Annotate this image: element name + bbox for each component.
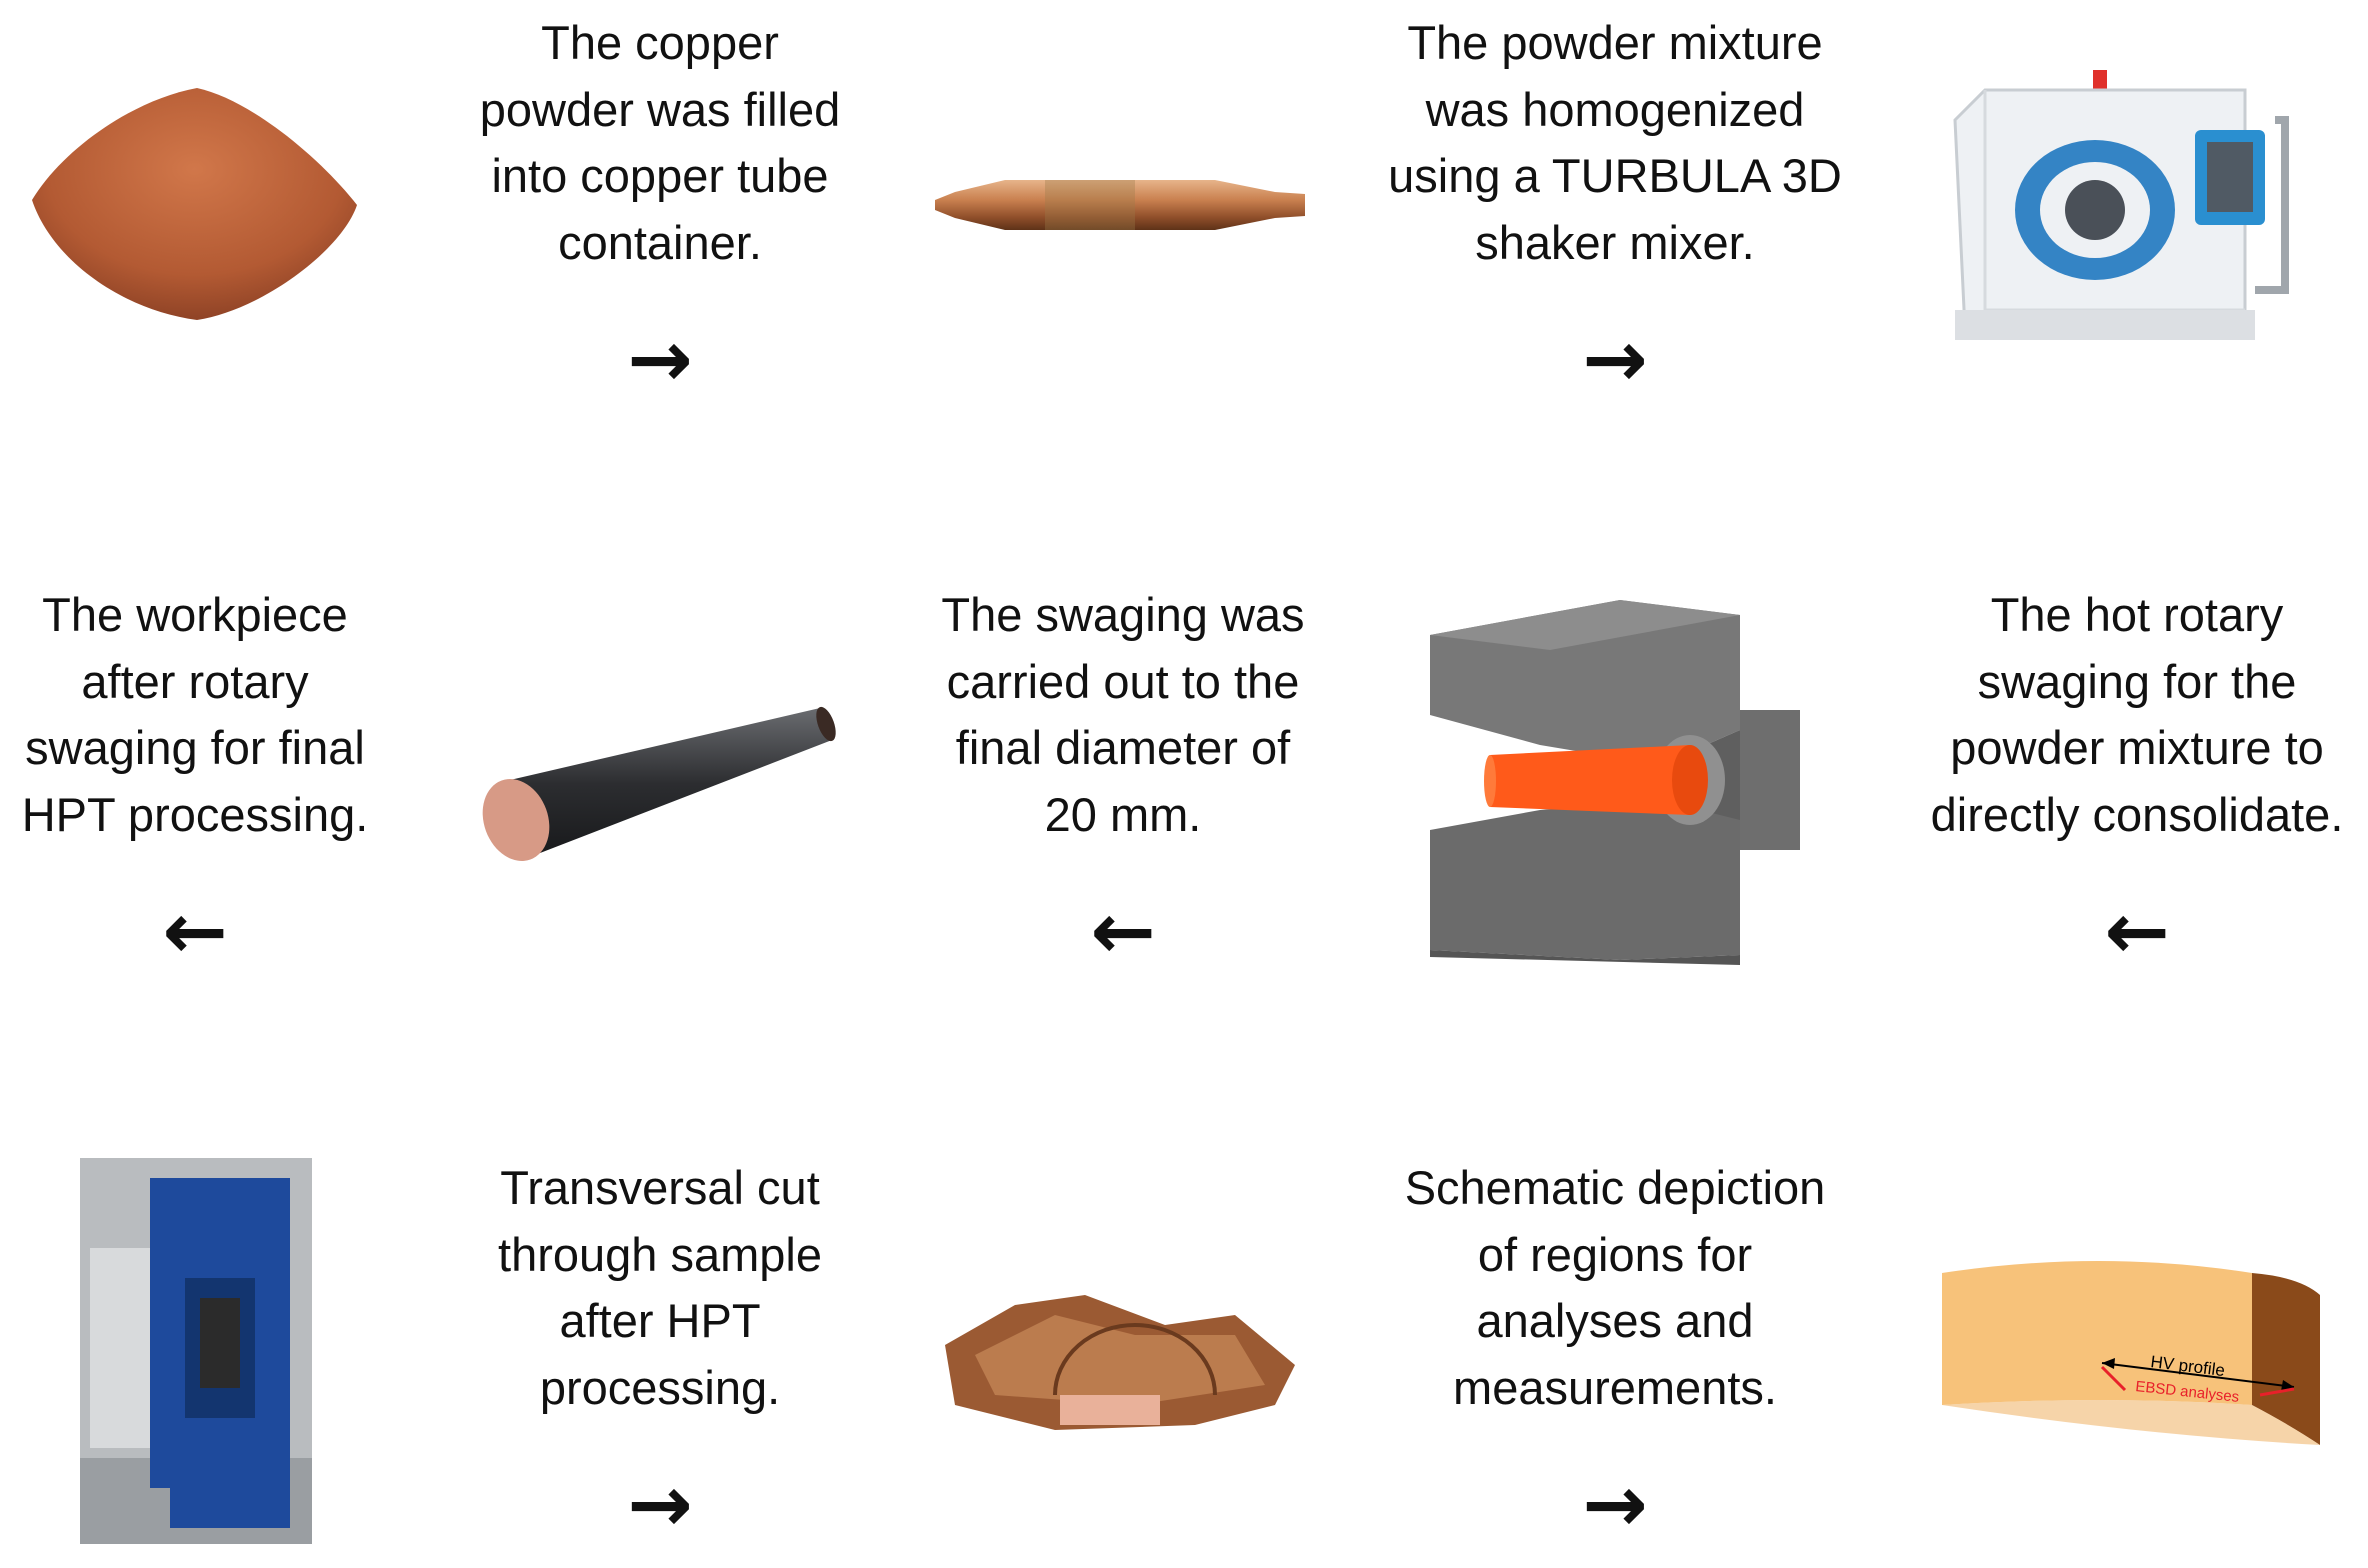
step-text-line: shaker mixer. xyxy=(1475,215,1755,269)
step-text-line: HPT processing. xyxy=(21,787,369,841)
step-text-line: The copper xyxy=(541,16,779,69)
step-text-line: Transversal cut xyxy=(500,1161,820,1214)
step-text-line: The hot rotary xyxy=(1990,588,2284,641)
step-text-line: swaging for final xyxy=(25,721,365,774)
step-text-line: of regions for xyxy=(1477,1227,1753,1281)
arrow-right-icon: → xyxy=(627,1460,693,1550)
step-text-line: swaging for the xyxy=(1977,654,2297,708)
step-swage-text: The swaging was carried out to the final … xyxy=(941,582,1304,848)
step-text-line: carried out to the xyxy=(946,654,1300,708)
step-text-line: processing. xyxy=(539,1360,781,1414)
step-mix-text: The powder mixture was homogenized using … xyxy=(1388,10,1842,276)
step-text-line: analyses and xyxy=(1476,1294,1754,1347)
hpt-press-image xyxy=(80,1158,312,1544)
step-text-line: The powder mixture xyxy=(1407,16,1823,69)
step-text-line: directly consolidate. xyxy=(1930,787,2344,841)
cut-sample-image xyxy=(935,1285,1305,1445)
copper-powder-image xyxy=(22,80,362,330)
step-cut-text: Transversal cut through sample after HPT p… xyxy=(498,1155,822,1421)
step-text-line: after rotary xyxy=(81,654,309,708)
copper-tube-image xyxy=(935,170,1305,240)
step-text-line: through sample xyxy=(498,1227,822,1281)
step-text-line: powder was filled xyxy=(479,82,841,136)
turbula-mixer-image xyxy=(1945,60,2325,360)
arrow-left-icon: ← xyxy=(162,887,228,977)
step-text-line: was homogenized xyxy=(1425,82,1805,136)
step-text-line: Schematic depiction xyxy=(1404,1161,1826,1214)
swaged-rod-image xyxy=(480,700,840,870)
ebsd-left-line xyxy=(2100,1365,2127,1392)
arrow-right-icon: → xyxy=(627,315,693,405)
ebsd-right-line xyxy=(2259,1387,2295,1397)
step-text-line: using a TURBULA 3D xyxy=(1388,149,1842,202)
step-workpiece-text: The workpiece after rotary swaging for fi… xyxy=(22,582,369,848)
schematic-disk-image: HV profile EBSD analyses xyxy=(1940,1255,2340,1450)
step-schematic-text: Schematic depiction of regions for analys… xyxy=(1405,1155,1826,1421)
step-text-line: after HPT xyxy=(559,1294,761,1347)
step-text-line: container. xyxy=(558,215,762,269)
step-hot-text: The hot rotary swaging for the powder mix… xyxy=(1931,582,2344,848)
step-text-line: The swaging was xyxy=(941,588,1305,641)
arrow-left-icon: ← xyxy=(1090,887,1156,977)
step-text-line: final diameter of xyxy=(955,721,1291,774)
step-text-line: 20 mm. xyxy=(1044,787,1202,841)
step-text-line: measurements. xyxy=(1453,1360,1777,1414)
step-text-line: powder mixture to xyxy=(1950,721,2324,774)
step-text-line: into copper tube xyxy=(491,149,829,202)
hv-profile-line xyxy=(2101,1362,2295,1388)
step-text-line: The workpiece xyxy=(42,588,348,641)
arrow-left-icon: ← xyxy=(2104,887,2170,977)
rotary-swaging-dies-image xyxy=(1420,595,1810,965)
step-fill-text: The copper powder was filled into copper … xyxy=(480,10,841,276)
arrow-right-icon: → xyxy=(1582,315,1648,405)
arrow-right-icon: → xyxy=(1582,1460,1648,1550)
